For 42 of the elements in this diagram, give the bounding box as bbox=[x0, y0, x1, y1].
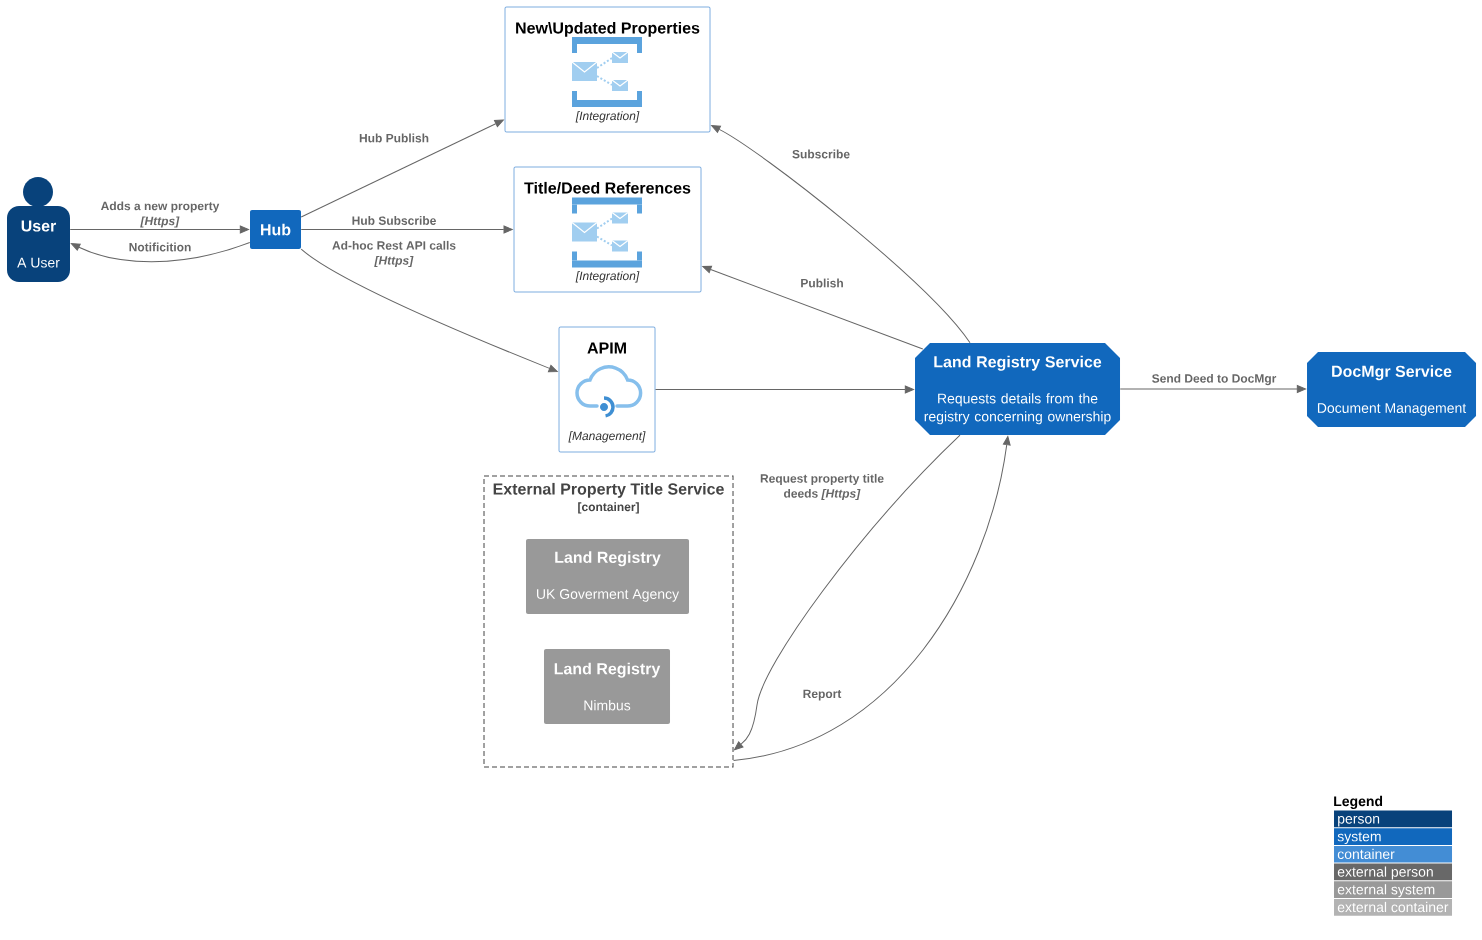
edge-label: Publish bbox=[801, 278, 843, 288]
arrow bbox=[70, 242, 251, 263]
legend-bar: external container bbox=[1334, 899, 1452, 916]
arrow bbox=[300, 248, 558, 373]
legend-bar: system bbox=[1334, 828, 1452, 845]
arrow bbox=[733, 436, 1011, 761]
system-box: Hub bbox=[250, 210, 301, 249]
arrow bbox=[734, 434, 961, 751]
arrow bbox=[655, 385, 914, 394]
legend-bar: person bbox=[1334, 810, 1452, 828]
arrow bbox=[69, 225, 249, 234]
edge-label: Hub Subscribe bbox=[352, 216, 436, 225]
edge-label: Adds a new property [Https] bbox=[100, 201, 220, 228]
external-system-box: Land Registry UK Goverment Agency bbox=[526, 539, 689, 614]
legend-bar: external person bbox=[1334, 863, 1452, 881]
node-label: [Integration] bbox=[575, 271, 640, 283]
system-box: Land Registry Service Requests details from the registry concerning ownership bbox=[915, 343, 1120, 435]
container-box: New\Updated Properties [Integration] bbox=[504, 6, 711, 133]
edge-label: Notificition bbox=[129, 242, 191, 252]
legend-bar: external system bbox=[1334, 881, 1452, 898]
legend-title: Legend bbox=[1334, 795, 1383, 809]
edge-label: Report bbox=[803, 689, 842, 701]
node-label: Title/Deed References bbox=[524, 181, 691, 194]
external-system-box: Land Registry Nimbus bbox=[544, 649, 670, 724]
arrow bbox=[711, 125, 971, 344]
legend-bar: container bbox=[1334, 845, 1452, 863]
edge-label: Hub Publish bbox=[359, 133, 429, 143]
system-box: DocMgr Service Document Management bbox=[1307, 352, 1476, 427]
edge-label: Subscribe bbox=[792, 149, 850, 159]
edge-label: Send Deed to DocMgr bbox=[1152, 373, 1277, 386]
arrow bbox=[300, 225, 513, 234]
arrow bbox=[300, 119, 504, 218]
edge-label: Request property title deeds [Https] bbox=[760, 473, 884, 501]
node-label: APIM bbox=[587, 342, 626, 354]
node-label: [Management] bbox=[568, 431, 646, 443]
node-label: New\Updated Properties bbox=[516, 21, 700, 37]
arrow bbox=[1119, 385, 1306, 393]
edge-label: Ad-hoc Rest API calls [Https] bbox=[332, 240, 456, 268]
arrow bbox=[702, 265, 924, 350]
container-box: Title/Deed References [Integration] bbox=[513, 166, 702, 293]
node-label: [Integration] bbox=[575, 111, 640, 123]
container-box: APIM [Management] bbox=[558, 326, 656, 453]
